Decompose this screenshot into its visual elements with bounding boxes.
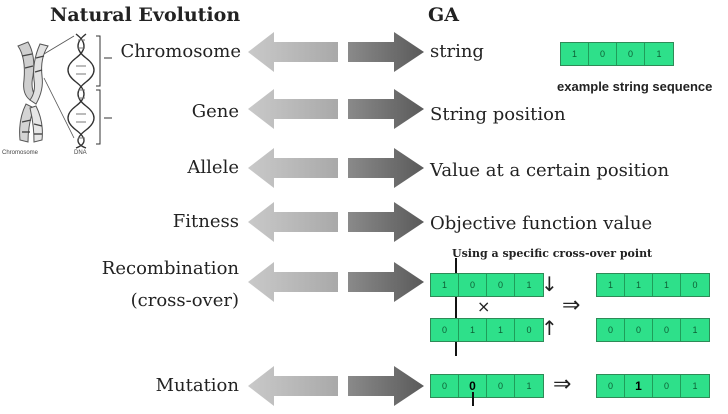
term-chromosome: Chromosome <box>120 41 241 62</box>
bit-cell: 0 <box>459 375 487 397</box>
bit-cell: 0 <box>431 319 459 341</box>
example-caption: example string sequence <box>557 79 713 94</box>
arrow-pair-recombination <box>248 262 424 302</box>
dna-helix-icon <box>67 33 95 149</box>
term-allele: Allele <box>187 157 239 178</box>
parent1-bit-string: 1 0 0 1 <box>430 273 544 297</box>
arrow-pair-fitness <box>248 202 424 242</box>
implies-arrow-icon: ⇒ <box>562 293 581 318</box>
child2-bit-string: 0 0 0 1 <box>596 318 710 342</box>
bit-cell: 0 <box>459 274 487 296</box>
bit-cell: 1 <box>653 274 681 296</box>
term-fitness: Fitness <box>172 211 239 232</box>
ga-header: GA <box>428 4 459 26</box>
arrow-pair-gene <box>248 89 424 129</box>
example-bit-string: 1 0 0 1 <box>560 42 674 66</box>
term-gene: Gene <box>191 101 239 122</box>
bit-cell: 0 <box>653 319 681 341</box>
bit-cell: 1 <box>625 375 653 397</box>
bit-cell: 1 <box>515 375 543 397</box>
bit-cell: 0 <box>431 375 459 397</box>
term-crossover: (cross-over) <box>130 290 239 311</box>
chromosome-dna-illustration <box>17 33 112 149</box>
arrow-pair-chromosome <box>248 32 424 72</box>
bit-cell: 1 <box>459 319 487 341</box>
bit-cell: 0 <box>589 43 617 65</box>
down-arrow-icon: ↓ <box>541 272 558 296</box>
ga-string-position: String position <box>430 104 566 125</box>
ga-value-at-position: Value at a certain position <box>430 160 670 181</box>
bit-cell: 0 <box>617 43 645 65</box>
mutation-implies-arrow-icon: ⇒ <box>553 372 572 397</box>
bit-cell: 0 <box>515 319 543 341</box>
term-recombination: Recombination <box>101 258 239 279</box>
ga-objective-function-value: Objective function value <box>430 213 653 234</box>
term-mutation: Mutation <box>155 375 239 396</box>
child1-bit-string: 1 1 1 0 <box>596 273 710 297</box>
mutation-before-bit-string: 0 0 0 1 <box>430 374 544 398</box>
crossover-times-symbol: × <box>477 297 491 316</box>
arrow-pair-mutation <box>248 366 424 406</box>
up-arrow-icon: ↑ <box>541 316 558 340</box>
ga-string: string <box>430 41 484 62</box>
natural-evolution-header: Natural Evolution <box>50 4 241 26</box>
dna-caption: DNA <box>74 150 87 156</box>
bit-cell: 0 <box>597 319 625 341</box>
bit-cell: 1 <box>625 274 653 296</box>
bit-cell: 1 <box>515 274 543 296</box>
parent2-bit-string: 0 1 1 0 <box>430 318 544 342</box>
bit-cell: 1 <box>681 375 709 397</box>
arrow-pair-allele <box>248 148 424 188</box>
bit-cell: 0 <box>653 375 681 397</box>
bit-cell: 0 <box>681 274 709 296</box>
bit-cell: 0 <box>487 274 515 296</box>
bit-cell: 1 <box>431 274 459 296</box>
bit-cell: 1 <box>487 319 515 341</box>
chromosome-caption: Chromosome <box>2 150 39 156</box>
crossover-caption: Using a specific cross-over point <box>452 247 653 260</box>
mapping-arrows <box>248 32 424 406</box>
bit-cell: 1 <box>681 319 709 341</box>
mutation-after-bit-string: 0 1 0 1 <box>596 374 710 398</box>
crossover-point-line <box>455 258 457 356</box>
mutation-pointer-icon <box>472 392 474 406</box>
bit-cell: 1 <box>597 274 625 296</box>
bit-cell: 0 <box>625 319 653 341</box>
chromosome-icon <box>17 41 49 143</box>
bit-cell: 1 <box>645 43 673 65</box>
bit-cell: 1 <box>561 43 589 65</box>
bit-cell: 0 <box>487 375 515 397</box>
bit-cell: 0 <box>597 375 625 397</box>
